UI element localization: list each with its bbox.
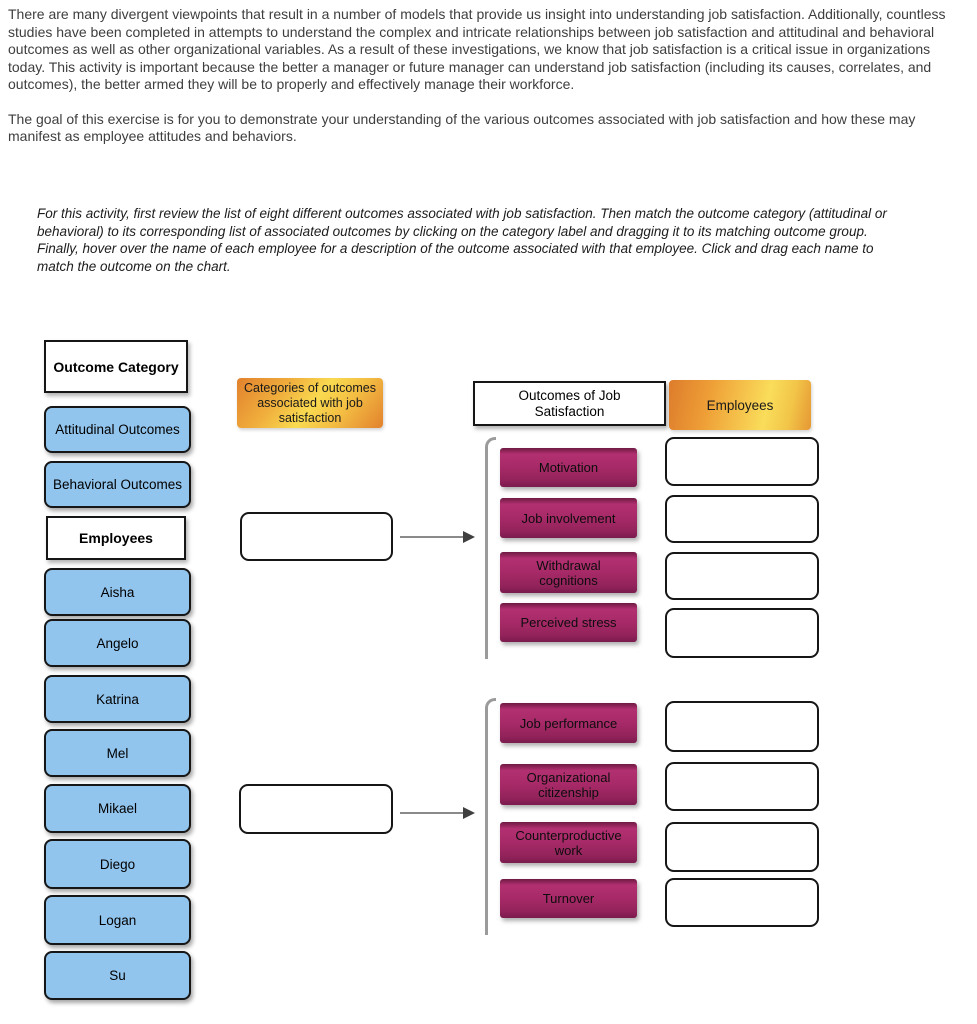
outcome-category-header: Outcome Category	[44, 340, 188, 393]
outcome-counterproductive-work: Counterproductive work	[500, 822, 637, 863]
employee-drop-zone-perceived-stress[interactable]	[665, 608, 819, 658]
outcome-withdrawal-cognitions: Withdrawal cognitions	[500, 552, 637, 593]
outcome-turnover: Turnover	[500, 879, 637, 918]
intro-text: There are many divergent viewpoints that…	[8, 6, 960, 163]
employee-chip-su[interactable]: Su	[44, 951, 191, 1000]
employee-drop-zone-motivation[interactable]	[665, 437, 819, 486]
employees-header-left: Employees	[46, 516, 186, 560]
category-chip-behavioral[interactable]: Behavioral Outcomes	[44, 461, 191, 508]
employee-chip-mikael[interactable]: Mikael	[44, 784, 191, 833]
group-bracket-2	[485, 698, 496, 935]
employee-drop-zone-withdrawal-cognitions[interactable]	[665, 552, 819, 600]
outcome-motivation: Motivation	[500, 448, 637, 487]
employee-drop-zone-job-performance[interactable]	[665, 701, 819, 752]
outcome-organizational-citizenship: Organizational citizenship	[500, 764, 637, 805]
employee-drop-zone-job-involvement[interactable]	[665, 495, 819, 543]
employee-chip-katrina[interactable]: Katrina	[44, 675, 191, 723]
employee-chip-diego[interactable]: Diego	[44, 839, 191, 889]
outcome-perceived-stress: Perceived stress	[500, 603, 637, 642]
categories-of-outcomes-label: Categories of outcomes associated with j…	[237, 378, 383, 428]
employees-header-right: Employees	[669, 380, 811, 430]
outcome-job-involvement: Job involvement	[500, 498, 637, 538]
employee-drop-zone-organizational-citizenship[interactable]	[665, 762, 819, 811]
outcome-job-performance: Job performance	[500, 703, 637, 743]
outcomes-header: Outcomes of Job Satisfaction	[473, 381, 666, 426]
employee-chip-mel[interactable]: Mel	[44, 729, 191, 777]
employee-drop-zone-counterproductive-work[interactable]	[665, 822, 819, 872]
employee-chip-angelo[interactable]: Angelo	[44, 619, 191, 667]
group-bracket-1	[485, 437, 496, 659]
category-drop-zone-1[interactable]	[240, 512, 393, 561]
employee-chip-aisha[interactable]: Aisha	[44, 568, 191, 616]
employee-drop-zone-turnover[interactable]	[665, 878, 819, 927]
intro-paragraph-1: There are many divergent viewpoints that…	[8, 6, 946, 92]
category-chip-attitudinal[interactable]: Attitudinal Outcomes	[44, 406, 191, 453]
intro-paragraph-2: The goal of this exercise is for you to …	[8, 110, 916, 145]
category-drop-zone-2[interactable]	[239, 784, 393, 834]
instructions-text: For this activity, first review the list…	[37, 206, 887, 274]
employee-chip-logan[interactable]: Logan	[44, 895, 191, 945]
